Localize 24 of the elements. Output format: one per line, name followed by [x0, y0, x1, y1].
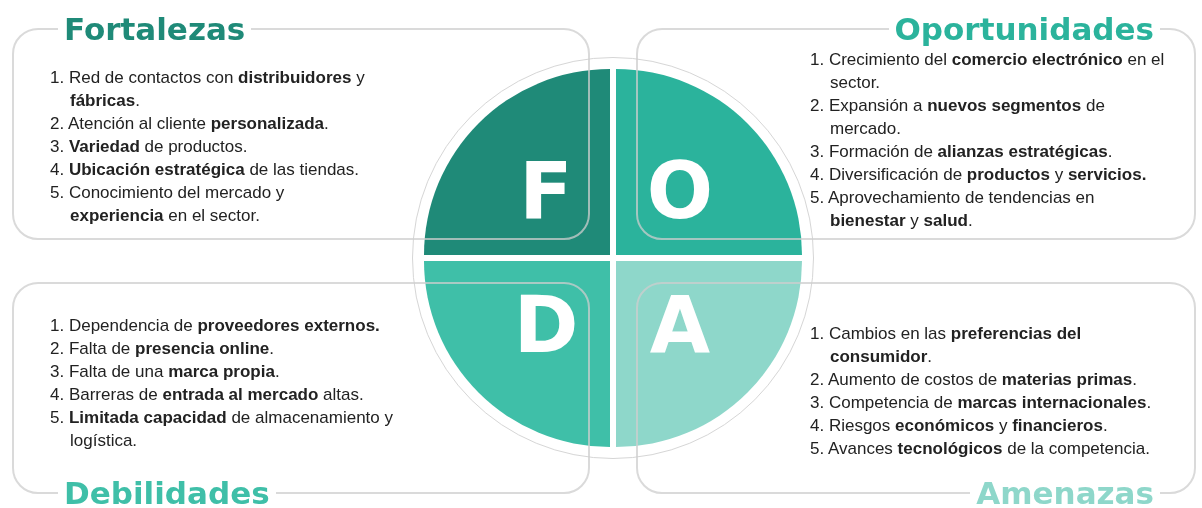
list-item: 1. Crecimiento del comercio electrónico en el sector.	[810, 49, 1165, 94]
list-item: 4. Diversificación de productos y servicios.	[810, 164, 1148, 186]
list-item: 4. Barreras de entrada al mercado altas.	[50, 384, 365, 406]
list-item: 2. Atención al cliente personalizada.	[50, 113, 330, 135]
list-item: 5. Conocimiento del mercado y experiencia en el sector.	[50, 182, 286, 227]
section-letter: F	[518, 145, 574, 238]
list-item: 4. Ubicación estratégica de las tiendas.	[50, 159, 360, 181]
list-item: 3. Formación de alianzas estratégicas.	[810, 141, 1114, 163]
list-item: 5. Aprovechamiento de tendencias en bienestar y salud.	[810, 187, 1096, 232]
section-letter: O	[645, 145, 715, 238]
list-item: 5. Limitada capacidad de almacenamiento y logística.	[50, 407, 394, 452]
list-item: 5. Avances tecnológicos de la competencia.	[810, 438, 1151, 460]
list-item: 4. Riesgos económicos y financieros.	[810, 415, 1109, 437]
list-item: 2. Aumento de costos de materias primas.	[810, 369, 1138, 391]
section-letter: A	[648, 279, 712, 372]
list-item: 1. Cambios en las preferencias del consumidor.	[810, 323, 1083, 368]
list-item: 1. Red de contactos con distribuidores y fábricas.	[50, 67, 366, 112]
list-item: 3. Variedad de productos.	[50, 136, 249, 158]
list-item: 2. Expansión a nuevos segmentos de mercado.	[810, 95, 1106, 140]
section-letter: D	[512, 279, 580, 372]
list-item: 3. Falta de una marca propia.	[50, 361, 281, 383]
list-item: 3. Competencia de marcas internacionales.	[810, 392, 1153, 414]
list-item: 1. Dependencia de proveedores externos.	[50, 315, 381, 337]
list-item: 2. Falta de presencia online.	[50, 338, 275, 360]
